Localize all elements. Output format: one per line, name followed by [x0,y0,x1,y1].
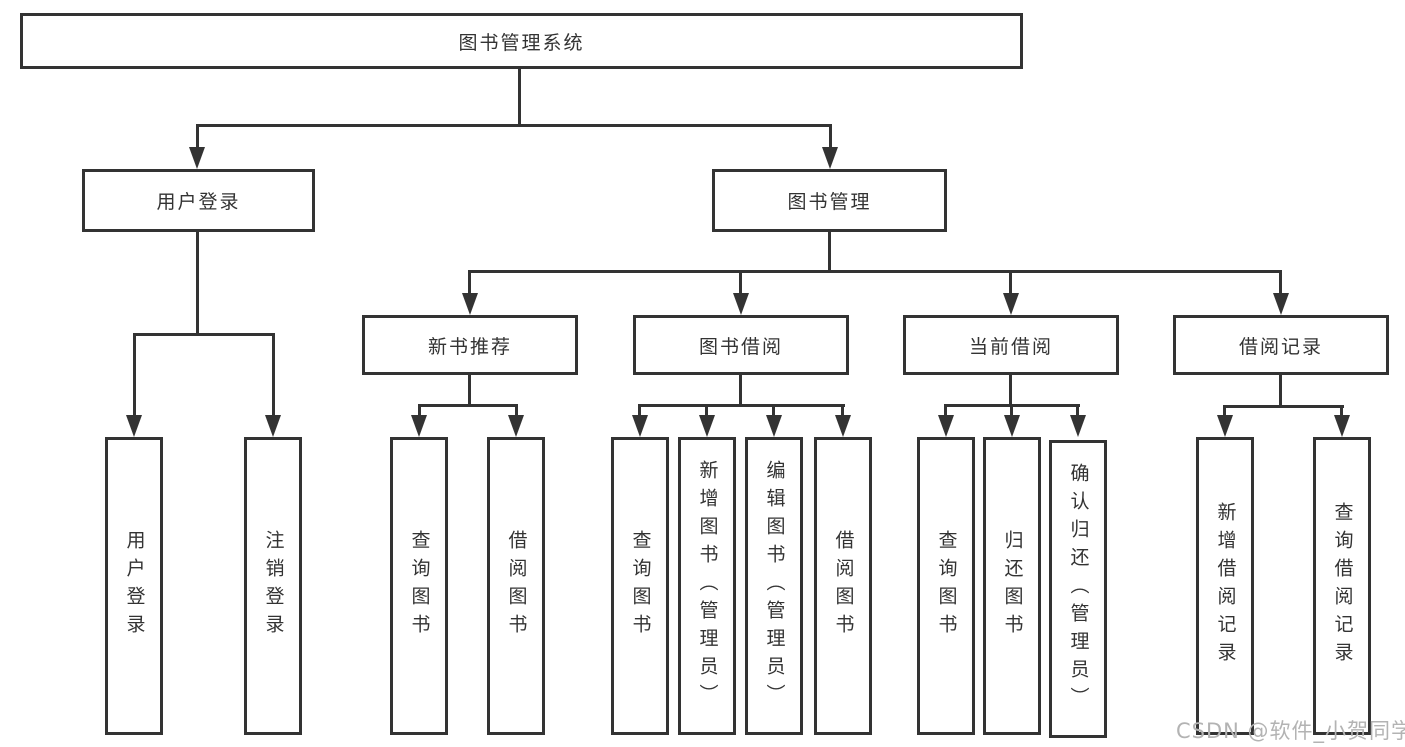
connector-line [944,404,947,418]
arrow-down-icon [411,415,427,437]
node-leaf-return-book: 归还图书 [983,437,1041,735]
node-leaf-borrow-books-recommend: 借阅图书 [487,437,545,735]
connector-line [272,333,275,417]
node-leaf-borrow-books-recommend-label: 借阅图书 [505,530,528,642]
arrow-down-icon [265,415,281,437]
arrow-down-icon [699,415,715,437]
node-library-system: 图书管理系统 [20,13,1023,69]
arrow-down-icon [189,147,205,169]
node-book-management: 图书管理 [712,169,947,232]
connector-line [739,375,742,407]
arrow-down-icon [1003,293,1019,315]
arrow-down-icon [733,293,749,315]
node-leaf-query-books-borrow: 查询图书 [611,437,669,735]
node-leaf-query-books-current-label: 查询图书 [935,530,958,642]
connector-line [1009,270,1012,296]
arrow-down-icon [1070,415,1086,437]
connector-line [1223,405,1226,418]
arrow-down-icon [822,147,838,169]
node-book-borrowing-label: 图书借阅 [698,335,783,358]
node-user-login: 用户登录 [82,169,315,232]
node-leaf-user-login-label: 用户登录 [123,530,146,642]
connector-line [518,69,521,127]
connector-line [468,270,1282,273]
node-borrowing-records: 借阅记录 [1173,315,1389,375]
node-leaf-borrow-books-label: 借阅图书 [832,530,855,642]
node-borrowing-records-label: 借阅记录 [1238,335,1323,358]
arrow-down-icon [766,415,782,437]
connector-line [196,232,199,335]
node-leaf-logout: 注销登录 [244,437,302,735]
node-leaf-borrow-books: 借阅图书 [814,437,872,735]
connector-line [1010,404,1013,418]
node-leaf-logout-label: 注销登录 [262,530,285,642]
arrow-down-icon [508,415,524,437]
arrow-down-icon [462,293,478,315]
node-book-borrowing: 图书借阅 [633,315,849,375]
connector-line [1279,270,1282,296]
connector-line [515,404,518,418]
node-leaf-edit-book-admin-label: 编辑图书（管理员） [763,460,786,712]
node-current-borrowing-label: 当前借阅 [968,335,1053,358]
connector-line [739,270,742,296]
node-leaf-add-borrow-record: 新增借阅记录 [1196,437,1254,735]
connector-line [772,404,775,418]
node-leaf-add-book-admin: 新增图书（管理员） [678,437,736,735]
arrow-down-icon [1273,293,1289,315]
node-leaf-query-books-recommend-label: 查询图书 [408,530,431,642]
connector-line [638,404,845,407]
connector-line [1009,375,1012,407]
arrow-down-icon [1217,415,1233,437]
connector-line [418,404,518,407]
node-user-login-label: 用户登录 [156,191,241,213]
node-leaf-user-login: 用户登录 [105,437,163,735]
connector-line [841,404,844,418]
node-leaf-add-borrow-record-label: 新增借阅记录 [1214,502,1237,670]
connector-line [638,404,641,418]
node-leaf-return-book-label: 归还图书 [1001,530,1024,642]
connector-line [829,124,832,150]
node-leaf-query-books-borrow-label: 查询图书 [629,530,652,642]
connector-line [196,124,832,127]
node-new-book-recommend-label: 新书推荐 [427,335,512,358]
node-leaf-query-books-recommend: 查询图书 [390,437,448,735]
connector-line [133,333,136,417]
connector-line [133,333,275,336]
connector-line [196,124,199,150]
connector-line [1340,405,1343,418]
node-leaf-query-borrow-record: 查询借阅记录 [1313,437,1371,735]
arrow-down-icon [1334,415,1350,437]
node-current-borrowing: 当前借阅 [903,315,1119,375]
connector-line [828,232,831,273]
connector-line [468,375,471,407]
node-leaf-edit-book-admin: 编辑图书（管理员） [745,437,803,735]
arrow-down-icon [632,415,648,437]
node-leaf-confirm-return-admin-label: 确认归还（管理员） [1067,463,1090,715]
arrow-down-icon [1004,415,1020,437]
node-leaf-query-borrow-record-label: 查询借阅记录 [1331,502,1354,670]
node-leaf-add-book-admin-label: 新增图书（管理员） [696,460,719,712]
node-new-book-recommend: 新书推荐 [362,315,578,375]
connector-line [418,404,421,418]
connector-line [468,270,471,296]
arrow-down-icon [835,415,851,437]
connector-line [1279,375,1282,408]
connector-line [1223,405,1344,408]
node-library-system-label: 图书管理系统 [458,31,585,54]
node-leaf-query-books-current: 查询图书 [917,437,975,735]
connector-line [1076,404,1079,418]
arrow-down-icon [938,415,954,437]
node-leaf-confirm-return-admin: 确认归还（管理员） [1049,440,1107,738]
arrow-down-icon [126,415,142,437]
watermark: CSDN @软件_小贺同学 [1176,719,1405,743]
connector-line [705,404,708,418]
node-book-management-label: 图书管理 [787,191,872,213]
